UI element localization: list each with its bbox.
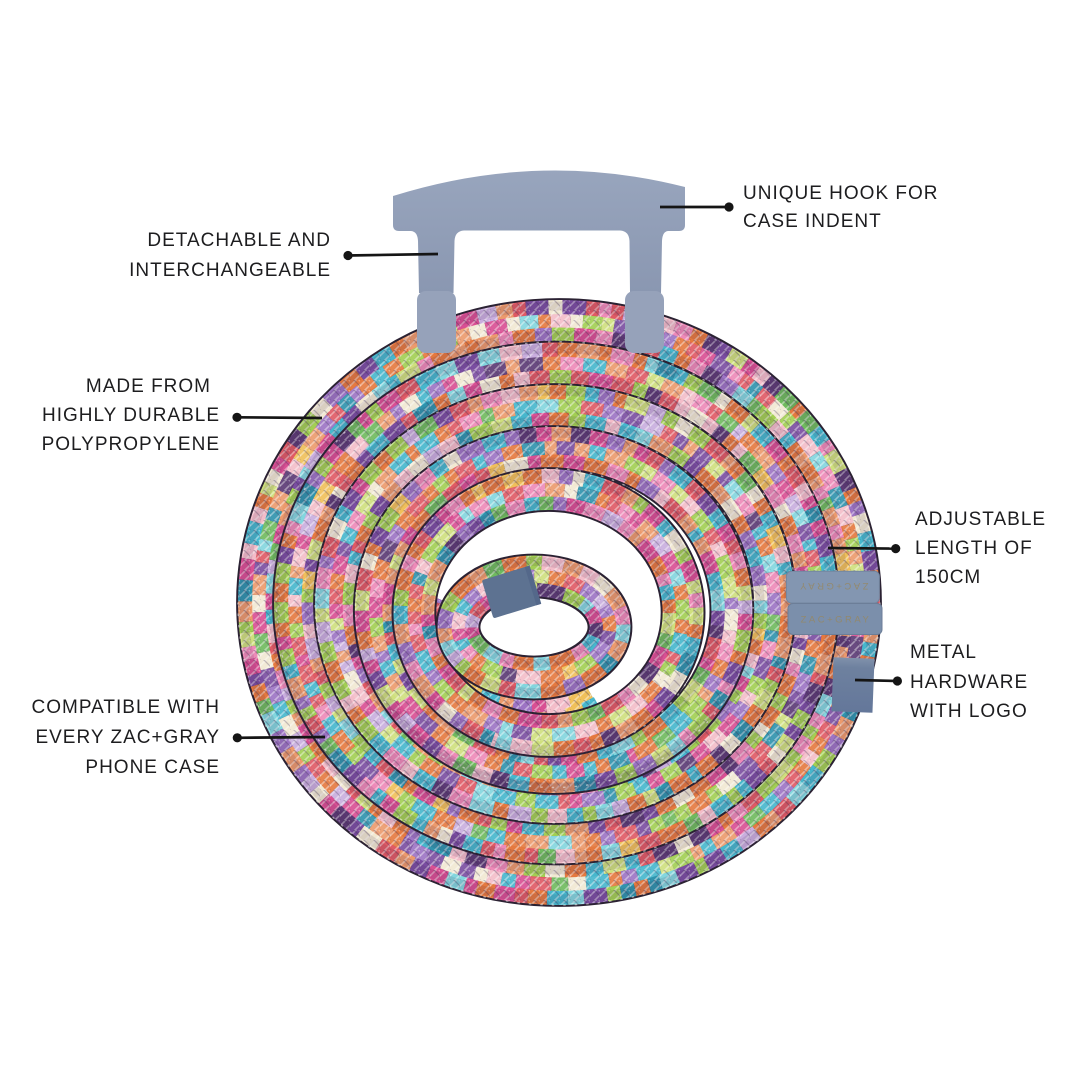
svg-text:ZAC+GRAY: ZAC+GRAY [801,615,872,626]
svg-text:ZAC+GRAY: ZAC+GRAY [798,580,869,591]
